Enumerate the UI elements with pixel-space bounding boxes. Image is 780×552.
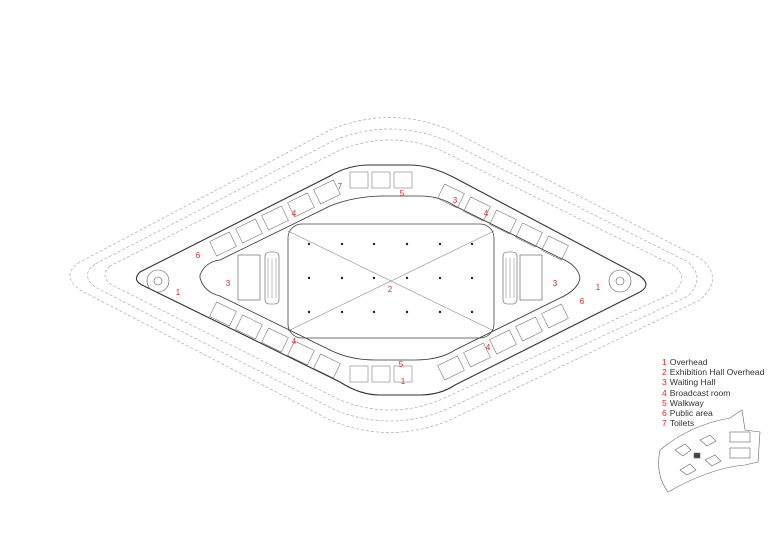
column	[372, 310, 376, 314]
column	[340, 242, 344, 246]
legend-label: Waiting Hall	[669, 377, 716, 388]
column	[470, 310, 474, 314]
room	[463, 196, 491, 222]
room	[313, 353, 341, 379]
room	[209, 301, 237, 327]
room	[393, 365, 413, 383]
room-number-label: 5	[399, 360, 404, 369]
room	[349, 171, 369, 189]
column	[372, 242, 376, 246]
room	[515, 316, 543, 342]
room-number-label: 4	[292, 337, 297, 346]
room	[437, 355, 465, 381]
column-grid	[307, 242, 474, 314]
room-number-label: 1	[176, 288, 181, 297]
room-number-label: 1	[596, 283, 601, 292]
room	[463, 342, 491, 368]
room	[489, 329, 517, 355]
room-number-label: 3	[553, 279, 558, 288]
legend-label: Broadcast room	[669, 387, 731, 398]
room	[209, 231, 237, 257]
legend-label: Public area	[669, 408, 713, 419]
column	[405, 310, 409, 314]
legend-number: 1	[662, 357, 667, 367]
room	[541, 235, 569, 261]
room-number-label: 2	[388, 285, 393, 294]
room-number-label: 4	[292, 209, 297, 218]
column	[438, 310, 442, 314]
column	[470, 276, 474, 280]
column	[340, 276, 344, 280]
legend-label: Overhead	[669, 357, 708, 367]
column	[405, 276, 409, 280]
room	[235, 218, 263, 244]
room	[349, 365, 369, 383]
room	[371, 365, 391, 383]
legend-label: Walkway	[669, 397, 704, 408]
legend-number: 2	[662, 367, 667, 378]
rooms	[209, 171, 569, 383]
room	[313, 179, 341, 205]
room-number-label: 1	[401, 377, 406, 386]
room	[541, 303, 569, 329]
room-number-label: 3	[453, 196, 458, 205]
room	[235, 314, 263, 340]
room-number-label: 4	[484, 209, 489, 218]
room-number-label: 6	[580, 297, 585, 306]
plan-labels: 1 1 1 2 3 3 3 4 4 4 4 5 5 6 6 7	[176, 182, 601, 386]
room	[287, 340, 315, 366]
exhibition-hall	[287, 223, 495, 339]
site-boundary	[69, 117, 713, 433]
cores	[146, 251, 632, 305]
column	[405, 242, 409, 246]
room-number-label: 4	[486, 343, 491, 352]
column	[438, 276, 442, 280]
room	[515, 222, 543, 248]
room	[287, 192, 315, 218]
legend-number: 4	[662, 387, 667, 398]
legend-number: 7	[662, 418, 667, 429]
column	[470, 242, 474, 246]
column	[438, 242, 442, 246]
legend-number: 3	[662, 377, 667, 388]
room-number-label: 6	[196, 251, 201, 260]
room	[371, 171, 391, 189]
room	[261, 327, 289, 353]
room-number-label: 3	[226, 279, 231, 288]
key-plan	[658, 409, 761, 493]
room	[261, 205, 289, 231]
room	[393, 171, 413, 189]
column	[372, 276, 376, 280]
column	[340, 310, 344, 314]
column	[307, 310, 311, 314]
room-number-label: 7	[338, 182, 343, 191]
legend-number: 6	[662, 408, 667, 419]
building-outline	[135, 164, 647, 396]
room	[437, 183, 465, 209]
legend-label: Exhibition Hall Overhead	[669, 367, 765, 378]
room-number-label: 5	[400, 189, 405, 198]
column	[307, 276, 311, 280]
legend-number: 5	[662, 397, 667, 408]
room	[489, 209, 517, 235]
legend-label: Toilets	[669, 418, 695, 429]
column	[307, 242, 311, 246]
